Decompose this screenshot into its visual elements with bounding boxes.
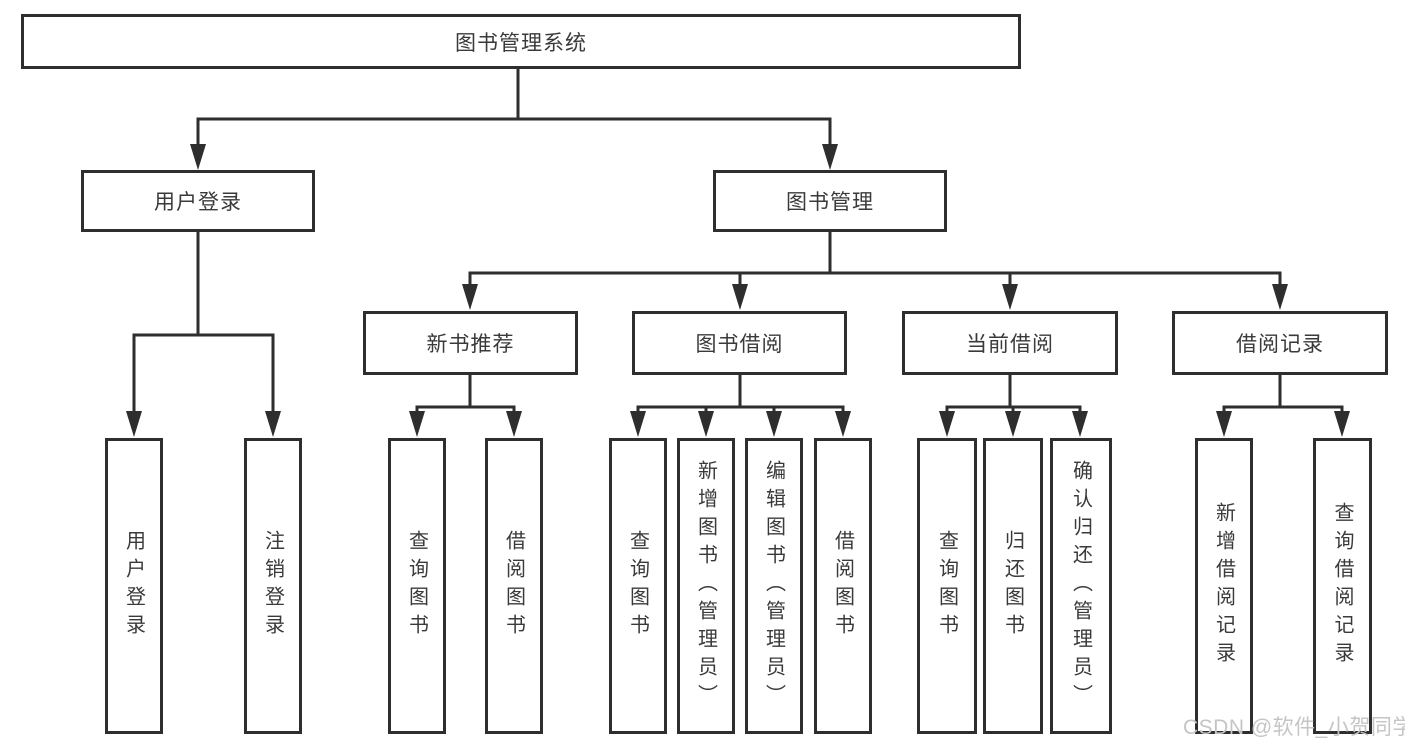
node-label: 确认归还（管理员） (1069, 460, 1092, 712)
arrowhead (462, 284, 478, 310)
csdn-watermark: CSDN @软件_小贺同学 (1183, 716, 1405, 739)
leaf-query-book-borrow: 查询图书 (609, 438, 667, 734)
node-label: 图书管理系统 (455, 31, 587, 55)
arrowheads (126, 144, 1350, 437)
arrowhead (265, 411, 281, 437)
arrowhead (1072, 411, 1088, 437)
node-label: 借阅图书 (831, 530, 854, 642)
leaf-user-login: 用户登录 (105, 438, 163, 734)
arrowhead (506, 411, 522, 437)
node-label: 查询图书 (626, 530, 649, 642)
node-label: 编辑图书（管理员） (762, 460, 785, 712)
node-library-management-system: 图书管理系统 (21, 14, 1021, 69)
leaf-query-borrow-record: 查询借阅记录 (1313, 438, 1372, 734)
arrowhead (939, 411, 955, 437)
arrowhead (822, 144, 838, 170)
node-label: 当前借阅 (966, 333, 1054, 356)
node-label: 用户登录 (154, 191, 242, 214)
node-new-book-recommendation: 新书推荐 (363, 311, 578, 375)
node-book-borrowing: 图书借阅 (632, 311, 847, 375)
node-label: 注销登录 (261, 530, 284, 642)
leaf-add-borrow-record: 新增借阅记录 (1195, 438, 1253, 734)
node-book-management: 图书管理 (713, 170, 947, 232)
arrowhead (1334, 411, 1350, 437)
node-label: 新增借阅记录 (1212, 502, 1235, 670)
node-label: 新书推荐 (426, 333, 515, 356)
leaf-borrow-book-recommend: 借阅图书 (485, 438, 543, 734)
node-label: 查询借阅记录 (1331, 502, 1353, 670)
leaf-edit-book-admin: 编辑图书（管理员） (745, 438, 803, 734)
arrowhead (1216, 411, 1232, 437)
arrowhead (630, 411, 646, 437)
leaf-return-book: 归还图书 (983, 438, 1043, 734)
arrowhead (732, 284, 748, 310)
node-label: 图书借阅 (695, 333, 784, 356)
arrowhead (1005, 411, 1021, 437)
arrowhead (1002, 284, 1018, 310)
arrowhead (766, 411, 782, 437)
leaf-confirm-return-admin: 确认归还（管理员） (1050, 438, 1112, 734)
node-borrowing-records: 借阅记录 (1172, 311, 1388, 375)
leaf-logout: 注销登录 (244, 438, 302, 734)
leaf-query-book-current: 查询图书 (917, 438, 977, 734)
node-user-login: 用户登录 (81, 170, 315, 232)
node-label: 图书管理 (786, 191, 874, 214)
node-label: 用户登录 (122, 530, 145, 642)
leaf-borrow-book: 借阅图书 (814, 438, 872, 734)
arrowhead (835, 411, 851, 437)
node-label: 查询图书 (405, 530, 428, 642)
leaf-add-book-admin: 新增图书（管理员） (677, 438, 735, 734)
arrowhead (126, 411, 142, 437)
leaf-query-book-recommend: 查询图书 (388, 438, 446, 734)
node-label: 新增图书（管理员） (694, 460, 717, 712)
arrowhead (698, 411, 714, 437)
node-label: 归还图书 (1001, 530, 1024, 642)
node-label: 查询图书 (935, 530, 958, 642)
node-label: 借阅图书 (502, 530, 525, 642)
arrowhead (190, 144, 206, 170)
node-label: 借阅记录 (1236, 333, 1324, 356)
arrowhead (409, 411, 425, 437)
node-current-borrowing: 当前借阅 (902, 311, 1118, 375)
arrowhead (1272, 284, 1288, 310)
